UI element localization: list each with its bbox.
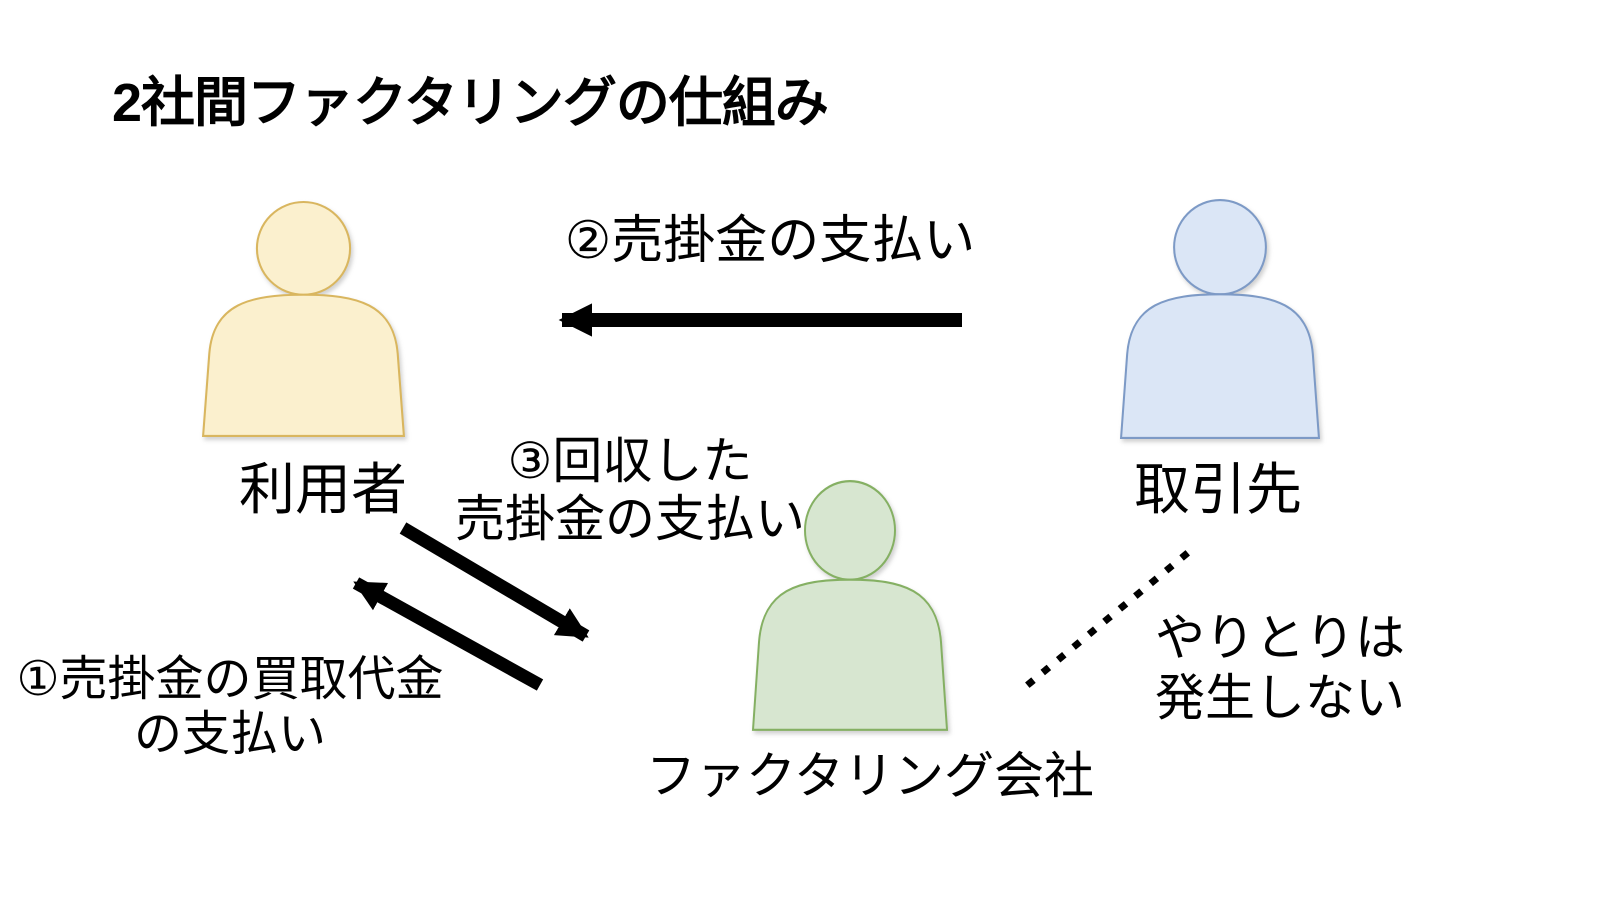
step1-arrow bbox=[352, 577, 544, 691]
flow-label-step1: ①売掛金の買取代金 の支払い bbox=[16, 653, 444, 762]
factoring-company-person-icon bbox=[751, 480, 949, 731]
flow-label-step3: ③回収した 売掛金の支払い bbox=[455, 433, 805, 547]
client-person-icon bbox=[1119, 199, 1321, 439]
no-interaction-dotted-line bbox=[1025, 546, 1195, 688]
user-person-icon bbox=[201, 201, 406, 437]
actor-label-client: 取引先 bbox=[1134, 458, 1302, 521]
actor-label-user: 利用者 bbox=[239, 458, 407, 521]
no-interaction-note: やりとりは 発生しない bbox=[1155, 610, 1405, 726]
flow-label-step2: ②売掛金の支払い bbox=[564, 212, 976, 270]
step3-arrow bbox=[399, 522, 590, 642]
diagram-title: 2社間ファクタリングの仕組み bbox=[112, 73, 829, 133]
actor-label-factoring-company: ファクタリング会社 bbox=[646, 748, 1094, 804]
